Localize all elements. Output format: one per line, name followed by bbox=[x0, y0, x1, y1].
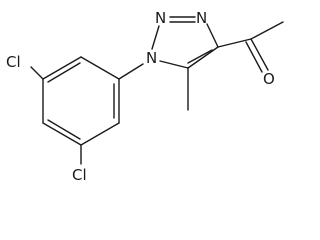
bond-ring-a4-a5 bbox=[42, 122, 82, 146]
bond-ring-a6-a1 bbox=[42, 56, 82, 80]
bond-ring-a1-a2 bbox=[80, 56, 120, 80]
bond-ring-double-bottom bbox=[47, 119, 81, 140]
bond-c4-carbonyl bbox=[217, 38, 252, 48]
atom-label-cl-top: Cl bbox=[6, 53, 21, 71]
bond-c4-c5 bbox=[187, 46, 219, 69]
atom-label-cl-bottom: Cl bbox=[72, 166, 87, 184]
bond-n3-c4 bbox=[206, 23, 219, 48]
atom-label-oxygen: O bbox=[263, 70, 275, 88]
atom-label-n2: N bbox=[155, 9, 166, 27]
bond-carbonyl-o-double bbox=[245, 41, 263, 73]
bond-ring-a3-a4 bbox=[80, 122, 120, 146]
atom-label-n3: N bbox=[196, 9, 207, 27]
bond-ring-double-top bbox=[47, 62, 81, 83]
atom-label-n1: N bbox=[146, 49, 157, 67]
bond-c5-n1 bbox=[159, 60, 189, 69]
bond-phenyl-n1 bbox=[118, 63, 144, 80]
bond-c4-c5-double bbox=[187, 49, 213, 64]
bond-carbonyl-o bbox=[250, 38, 269, 71]
bond-c-cl-top bbox=[30, 66, 44, 80]
structure-diagram: N N N O Cl Cl bbox=[6, 9, 284, 184]
bond-n1-n2 bbox=[151, 25, 160, 50]
triazole-ring bbox=[151, 16, 219, 69]
dichlorophenyl-ring bbox=[42, 56, 120, 146]
bond-carbonyl-methyl bbox=[250, 21, 284, 40]
